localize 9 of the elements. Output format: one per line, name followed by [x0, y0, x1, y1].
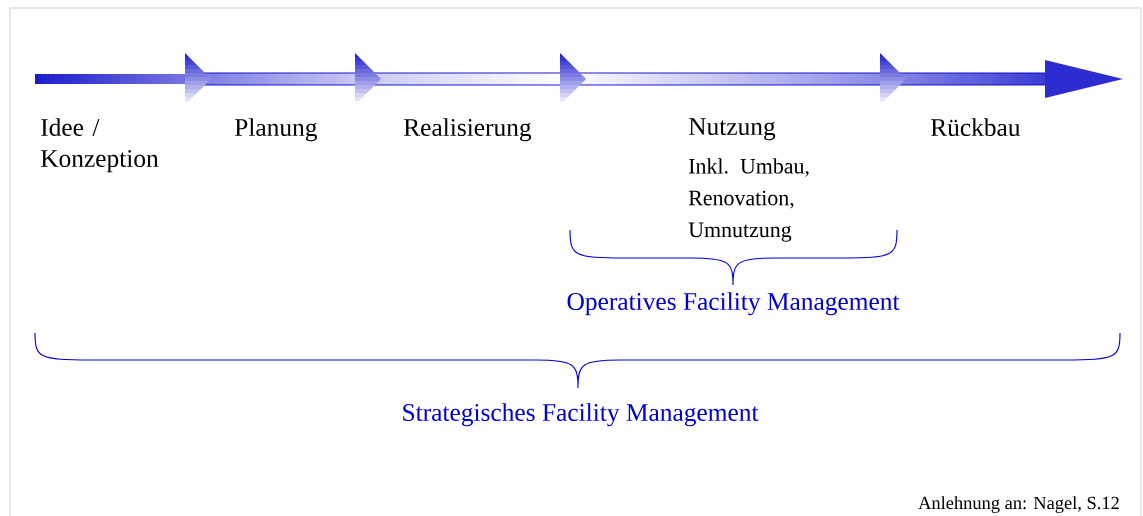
phase-label: Idee / Konzeption — [40, 118, 159, 173]
phase-label: Planung — [234, 118, 317, 142]
brace-label: Strategisches Facility Management — [403, 403, 759, 427]
phase-label: Nutzung — [688, 118, 776, 141]
note-text: Inkl. Umbau, Renovation, Umnutzung — [688, 158, 809, 242]
source-note: Anlehnung an: Nagel, S.12 — [918, 496, 1119, 513]
phase-label: Rückbau — [930, 118, 1021, 137]
phase-label: Realisierung — [403, 118, 532, 142]
brace-label: Operatives Facility Management — [567, 292, 900, 316]
